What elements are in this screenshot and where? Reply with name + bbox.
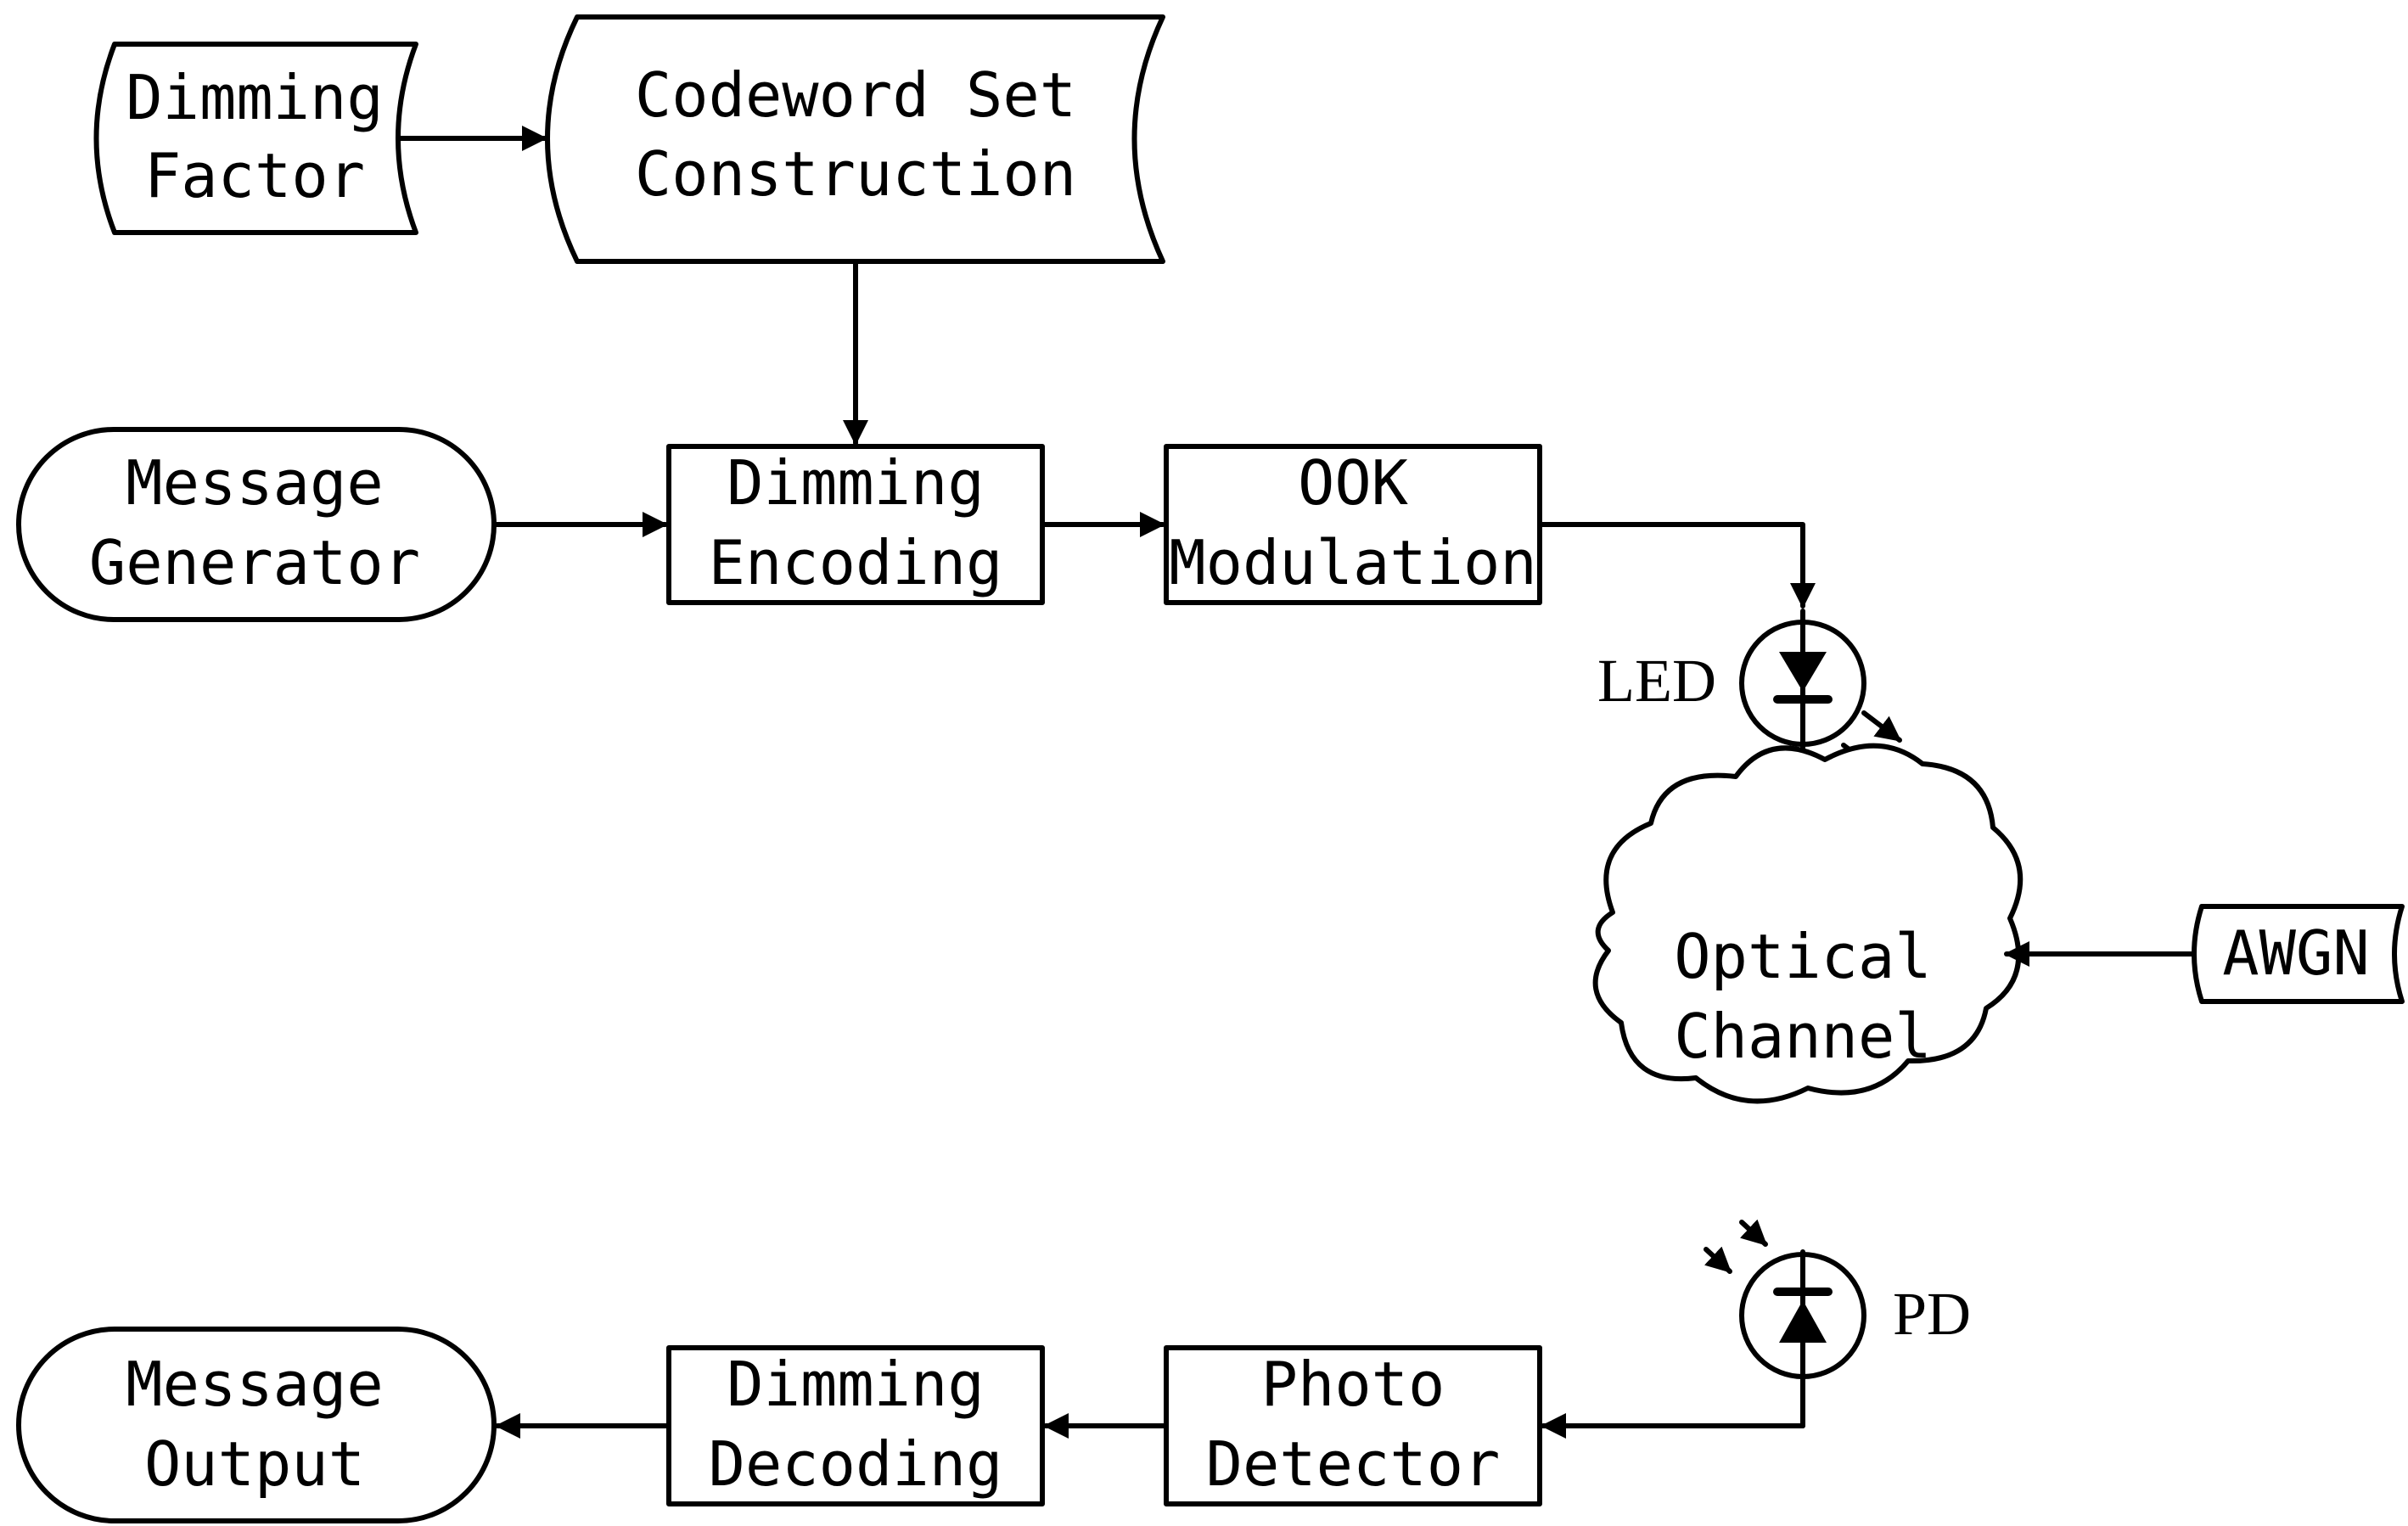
message-generator-node: Message Generator <box>16 427 497 622</box>
optical-channel-node: Optical Channel <box>1592 743 2024 1104</box>
pd-label: PD <box>1893 1280 1971 1348</box>
dimming-factor-label-line2: Factor <box>144 140 365 211</box>
photo-detector-label-line1: Photo <box>1261 1349 1445 1420</box>
led-label: LED <box>1597 647 1716 715</box>
optical-channel-label-line2: Channel <box>1674 1001 1931 1072</box>
message-output-label-line2: Output <box>144 1428 365 1500</box>
message-output-label-line1: Message <box>126 1349 383 1420</box>
arrow-ook-to-led <box>1537 522 1816 609</box>
message-output-node: Message Output <box>16 1327 497 1523</box>
dimming-factor-label-line1: Dimming <box>126 62 383 133</box>
codeword-set-label-line2: Construction <box>635 138 1076 210</box>
dimming-decoding-node: Dimming Decoding <box>666 1345 1045 1506</box>
photo-detector-node: Photo Detector <box>1164 1345 1542 1506</box>
pd-node: PD <box>1704 1219 1971 1428</box>
awgn-label: AWGN <box>2222 917 2369 989</box>
codeword-set-construction-node: Codeword Set Construction <box>545 14 1165 264</box>
dimming-encoding-label-line2: Encoding <box>709 527 1003 598</box>
ook-modulation-label-line2: Modulation <box>1169 527 1536 598</box>
awgn-node: AWGN <box>2192 904 2405 1004</box>
optical-channel-label-line1: Optical <box>1674 921 1931 992</box>
dimming-encoding-label-line1: Dimming <box>727 447 984 519</box>
message-generator-label-line1: Message <box>126 447 383 519</box>
dimming-encoding-node: Dimming Encoding <box>666 444 1045 605</box>
connectors <box>398 126 2194 1439</box>
codeword-set-label-line1: Codeword Set <box>635 59 1076 131</box>
dimming-decoding-label-line2: Decoding <box>709 1428 1003 1500</box>
dimming-decoding-label-line1: Dimming <box>727 1349 984 1420</box>
ook-modulation-label-line1: OOK <box>1298 447 1409 519</box>
dimming-factor-node: Dimming Factor <box>93 42 418 235</box>
ook-modulation-node: OOK Modulation <box>1164 444 1542 605</box>
photo-detector-label-line2: Detector <box>1206 1428 1501 1500</box>
message-generator-label-line2: Generator <box>89 527 420 598</box>
